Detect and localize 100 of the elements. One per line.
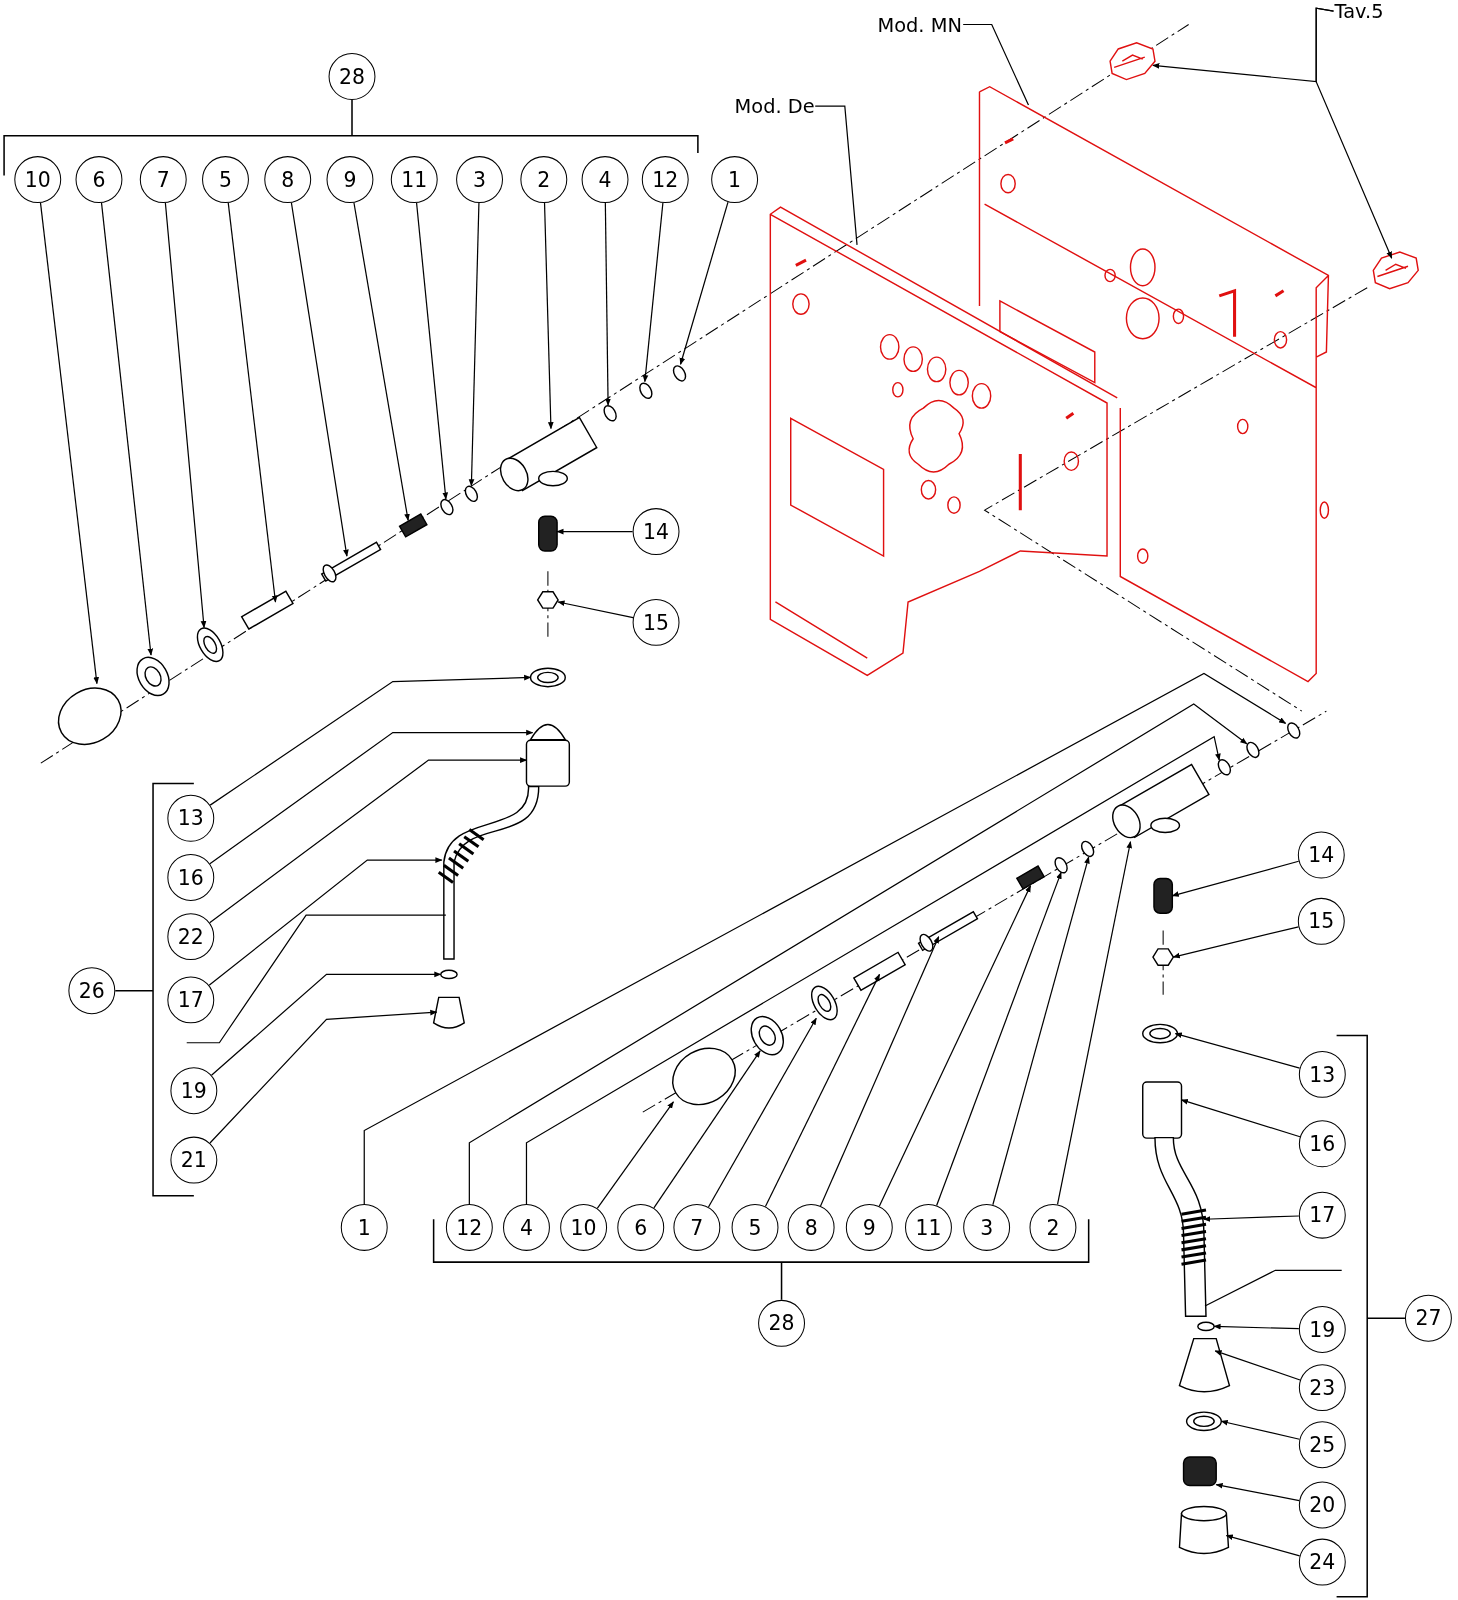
callout-number: 9	[845, 1203, 893, 1251]
callout-number: 6	[75, 156, 123, 204]
leader-line	[814, 105, 858, 246]
leader-line	[604, 202, 611, 406]
leader-line	[642, 202, 664, 383]
leader-line	[1203, 1215, 1300, 1222]
callout-number: 9	[326, 156, 374, 204]
seal-drawing	[440, 498, 454, 516]
leader-line	[1174, 1032, 1301, 1069]
seal-drawing	[672, 365, 687, 382]
leader-line	[819, 936, 940, 1207]
leader-line	[936, 871, 1062, 1207]
model-label: Mod. MN	[877, 13, 962, 36]
callout-number: 14	[1297, 831, 1345, 879]
leader-line	[1225, 1534, 1301, 1557]
callout-number: 13	[167, 794, 215, 842]
leader-line	[543, 202, 554, 430]
callout-number: 16	[167, 854, 215, 901]
leader-line	[353, 202, 410, 522]
leader-line	[653, 1050, 761, 1209]
spring-drawing	[538, 515, 558, 552]
washer-drawing	[529, 667, 566, 688]
callout-number: 27	[1404, 1294, 1452, 1342]
callout-number: 5	[731, 1203, 779, 1251]
leader-line	[186, 914, 447, 1044]
callout-number: 3	[963, 1203, 1011, 1251]
leader-line	[1171, 860, 1300, 897]
seal-drawing	[464, 485, 479, 503]
callout-number: 21	[170, 1136, 218, 1184]
tube-drawing	[1154, 1136, 1207, 1317]
seal-drawing	[1287, 722, 1301, 739]
callout-number: 26	[68, 967, 116, 1015]
washer-drawing	[1142, 1023, 1179, 1044]
leader-line	[1172, 926, 1300, 959]
leader-line	[1214, 1350, 1301, 1381]
leader-line	[596, 1101, 674, 1209]
leader-line	[1315, 7, 1393, 259]
callout-number: 7	[139, 156, 187, 204]
callout-number: 10	[14, 156, 62, 204]
leader-line	[415, 202, 449, 500]
callout-number: 19	[1298, 1306, 1346, 1353]
nut-drawing	[536, 591, 559, 609]
callout-number: 13	[1298, 1050, 1346, 1098]
callout-number: 14	[632, 508, 680, 556]
callout-number: 10	[560, 1203, 608, 1251]
leader-line	[1220, 1419, 1301, 1440]
leader-line	[209, 674, 532, 806]
ring-nut-drawing	[196, 627, 224, 663]
callout-number: 7	[673, 1203, 721, 1251]
leader-line	[878, 884, 1032, 1207]
fitting-drawing	[1109, 42, 1156, 81]
callout-number: 17	[167, 976, 215, 1024]
callout-number: 16	[1298, 1120, 1346, 1168]
nut-drawing	[1152, 948, 1175, 966]
leader-line	[363, 672, 1287, 1205]
leader-line	[208, 857, 443, 986]
seal-drawing	[1054, 857, 1068, 874]
leader-line	[525, 735, 1221, 1205]
leader-line	[209, 757, 528, 924]
callout-number: 12	[641, 156, 689, 204]
callout-number: 20	[1298, 1481, 1346, 1529]
washer-drawing	[1185, 1411, 1222, 1432]
nozzle-drawing	[1178, 1337, 1231, 1393]
leader-line	[1180, 1099, 1301, 1138]
leader-line	[209, 729, 534, 865]
tube-drawing	[437, 785, 540, 960]
seal-drawing	[639, 382, 653, 399]
callout-number: 25	[1298, 1421, 1346, 1469]
callout-number: 5	[202, 156, 249, 204]
callout-number: 22	[167, 913, 215, 961]
nut-drawing	[1142, 1081, 1183, 1139]
leader-line	[962, 23, 1030, 106]
leader-line	[210, 971, 442, 1076]
callout-number: 28	[758, 1299, 805, 1347]
leader-line	[764, 973, 881, 1207]
model-label: Mod. De	[734, 94, 815, 118]
knob-drawing	[672, 1047, 736, 1106]
callout-number: 17	[1298, 1191, 1346, 1239]
leader-line	[100, 202, 154, 656]
seal-drawing	[1246, 741, 1260, 759]
sleeve-drawing	[1178, 1505, 1230, 1555]
nozzle-drawing	[432, 996, 465, 1029]
callout-number: 15	[632, 598, 680, 646]
ring-nut-drawing	[810, 985, 838, 1021]
leader-line	[1056, 841, 1133, 1206]
callout-number: 24	[1298, 1538, 1346, 1586]
callout-number: 1	[340, 1203, 388, 1251]
leader-line	[992, 856, 1090, 1206]
leader-line	[679, 201, 729, 365]
callout-number: 11	[905, 1203, 952, 1251]
cap-drawing	[529, 723, 566, 741]
leader-line	[557, 600, 634, 619]
o-ring-drawing	[440, 969, 458, 980]
leader-line	[1213, 1323, 1300, 1330]
panel-drawing	[769, 206, 1118, 677]
nut-drawing	[750, 1015, 784, 1056]
valve-body-drawing	[1112, 763, 1210, 839]
o-ring-drawing	[1197, 1321, 1215, 1332]
callout-number: 28	[328, 53, 376, 100]
callout-number: 12	[445, 1203, 493, 1251]
